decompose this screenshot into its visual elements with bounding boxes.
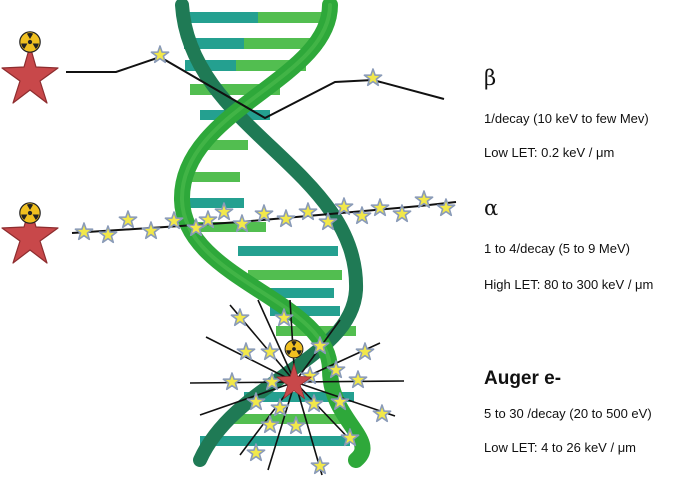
alpha-emitter	[1, 202, 59, 264]
alpha-decay-text: 1 to 4/decay (5 to 9 MeV)	[484, 241, 630, 256]
radioactive-source-icon	[284, 339, 304, 359]
auger-decay-text: 5 to 30 /decay (20 to 500 eV)	[484, 406, 652, 421]
alpha-particle-track	[71, 190, 457, 244]
beta-symbol: β	[484, 66, 497, 90]
auger-symbol: Auger e-	[484, 368, 562, 389]
auger-let-text: Low LET: 4 to 26 keV / μm	[484, 440, 637, 455]
beta-let-text: Low LET: 0.2 keV / μm	[484, 145, 615, 160]
alpha-symbol: α	[484, 196, 499, 220]
radioactive-source-icon	[19, 202, 41, 224]
beta-emitter	[1, 31, 59, 104]
dna-backbone	[173, 0, 371, 468]
ionization-star-icon	[363, 68, 383, 87]
beta-particle-track	[66, 45, 445, 120]
beta-decay-text: 1/decay (10 keV to few Mev)	[484, 111, 649, 126]
radioactive-source-icon	[19, 31, 41, 53]
emitter-star-icon	[1, 45, 59, 104]
alpha-let-text: High LET: 80 to 300 keV / μm	[484, 277, 654, 292]
